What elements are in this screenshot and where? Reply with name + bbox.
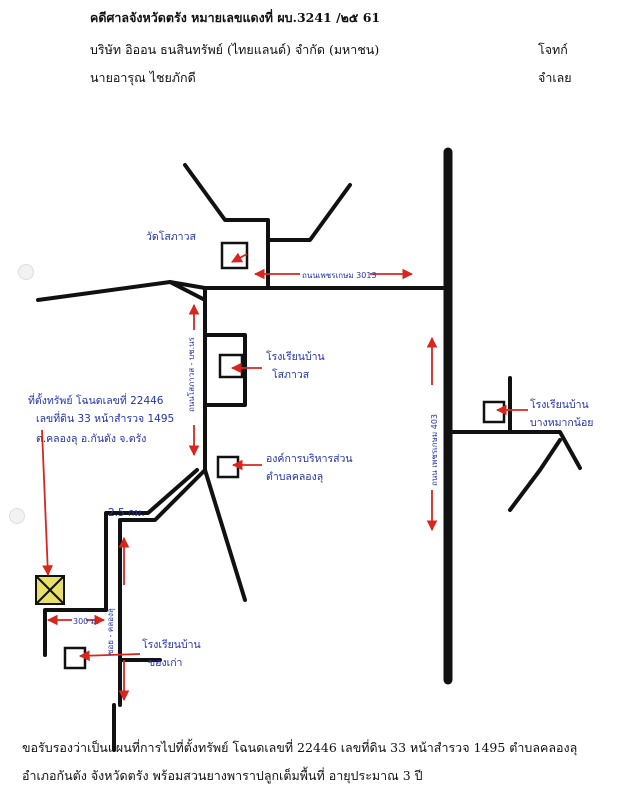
school3-building	[63, 646, 87, 670]
defendant-role: จำเลย	[538, 70, 572, 85]
arrow-temple	[231, 252, 248, 263]
punch-hole	[18, 264, 34, 280]
school1-building	[218, 353, 244, 379]
punch-hole	[9, 508, 25, 524]
distance-label: 2.5 กม.	[108, 507, 145, 519]
property-label-2: เลขที่ดิน 33 หน้าสำรวจ 1495	[36, 411, 174, 425]
temple-road-branch	[266, 183, 352, 242]
plaintiff-role: โจทก์	[538, 42, 568, 57]
school2-building	[482, 400, 506, 424]
school2-label-a: โรงเรียนบ้าน	[530, 398, 589, 411]
school1-label-b: โสภาวส	[272, 368, 310, 381]
plaintiff-name: บริษัท อิออน ธนสินทรัพย์ (ไทยแลนด์) จำกั…	[90, 42, 380, 57]
sao-building	[216, 455, 240, 479]
case-number-line: คดีศาลจังหวัดตรัง หมายเลขแดงที่ ผบ.3241 …	[90, 10, 381, 25]
road-top-left-spur	[168, 280, 207, 302]
property-label-1: ที่ตั้งทรัพย์ โฉนดเลขที่ 22446	[28, 393, 164, 407]
lane-vertical-label: ซอย - คลองลุ	[106, 608, 115, 655]
road-top-label: ถนนเพชรเกษม 3013	[302, 271, 377, 280]
school3-label-b: ของเก่า	[148, 657, 182, 669]
right-branch-down	[508, 438, 562, 512]
school2-label-b: บางหมากน้อย	[530, 417, 593, 429]
dimension-label: 300 ม.	[73, 617, 99, 626]
main-road-vertical-label: ถนน เพชรเกษม 403	[430, 414, 439, 486]
temple-label: วัดโสภาวส	[146, 230, 196, 243]
road-left-vertical-label: ถนนโสภาวส - บช.นร	[186, 336, 196, 412]
school1-branch	[203, 333, 247, 407]
diagonal-road	[118, 468, 207, 707]
arrow-property	[41, 429, 53, 577]
diagonal-road-outer	[104, 468, 199, 612]
temple-road	[183, 163, 270, 287]
lane-box	[43, 608, 108, 657]
sao-label-b: ตำบลคลองลุ	[266, 471, 323, 483]
property-marker	[35, 575, 65, 605]
certification-line-2: อำเภอกันตัง จังหวัดตรัง พร้อมสวนยางพาราป…	[22, 768, 423, 783]
arrow-school3	[78, 650, 141, 662]
defendant-name: นายอารุณ ไชยภักดี	[90, 70, 196, 85]
school3-label-a: โรงเรียนบ้าน	[142, 638, 201, 651]
sao-label-a: องค์การบริหารส่วน	[266, 452, 353, 465]
road-top-left	[36, 280, 207, 302]
lane-right	[118, 608, 162, 662]
right-branch-road	[450, 430, 582, 470]
certification-line-1: ขอรับรองว่าเป็นแผนที่การไปที่ตั้งทรัพย์ …	[22, 740, 578, 755]
property-label-3: ต.คลองลุ อ.กันตัง จ.ตรัง	[36, 433, 146, 445]
school1-label-a: โรงเรียนบ้าน	[266, 350, 325, 363]
